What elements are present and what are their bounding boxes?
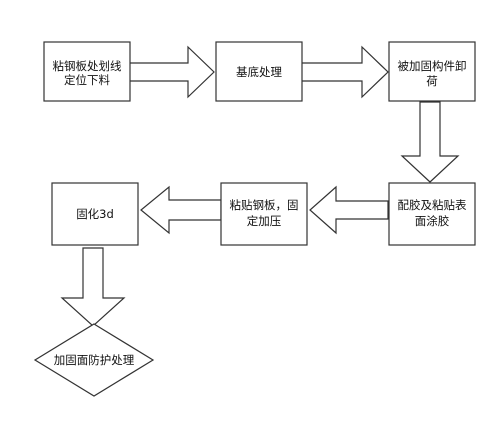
step6-box: 固化3d [51, 182, 139, 246]
step4-label-line1: 配胶及粘贴表 [398, 198, 467, 212]
step1-label-line1: 粘钢板处划线 [53, 59, 122, 73]
step4-box: 配胶及粘贴表 面涂胶 [388, 182, 476, 246]
step6-label: 固化3d [76, 207, 114, 221]
step7-diamond: 加固面防护处理 [33, 323, 155, 397]
step4-label-line2: 面涂胶 [415, 214, 450, 228]
step5-box: 粘贴钢板，固 定加压 [220, 182, 308, 246]
arrow-step3-to-step4 [400, 101, 460, 183]
arrow-step1-to-step2 [128, 45, 215, 99]
step3-label-line1: 被加固构件卸 [398, 59, 467, 73]
step5-label-line1: 粘贴钢板，固 [230, 198, 299, 212]
step3-box: 被加固构件卸 荷 [388, 41, 476, 102]
arrow-step2-to-step3 [299, 45, 389, 99]
arrow-step6-to-step7 [60, 247, 126, 327]
arrow-step5-to-step6 [140, 185, 222, 235]
step1-box: 粘钢板处划线 定位下料 [43, 41, 131, 102]
step1-label-line2: 定位下料 [64, 73, 110, 87]
step7-label: 加固面防护处理 [54, 353, 135, 367]
step2-box: 基底处理 [215, 41, 303, 102]
step5-label-line2: 定加压 [247, 214, 282, 228]
arrow-step4-to-step5 [309, 185, 389, 235]
step3-label-line2: 荷 [426, 74, 438, 88]
step2-label: 基底处理 [236, 65, 282, 79]
